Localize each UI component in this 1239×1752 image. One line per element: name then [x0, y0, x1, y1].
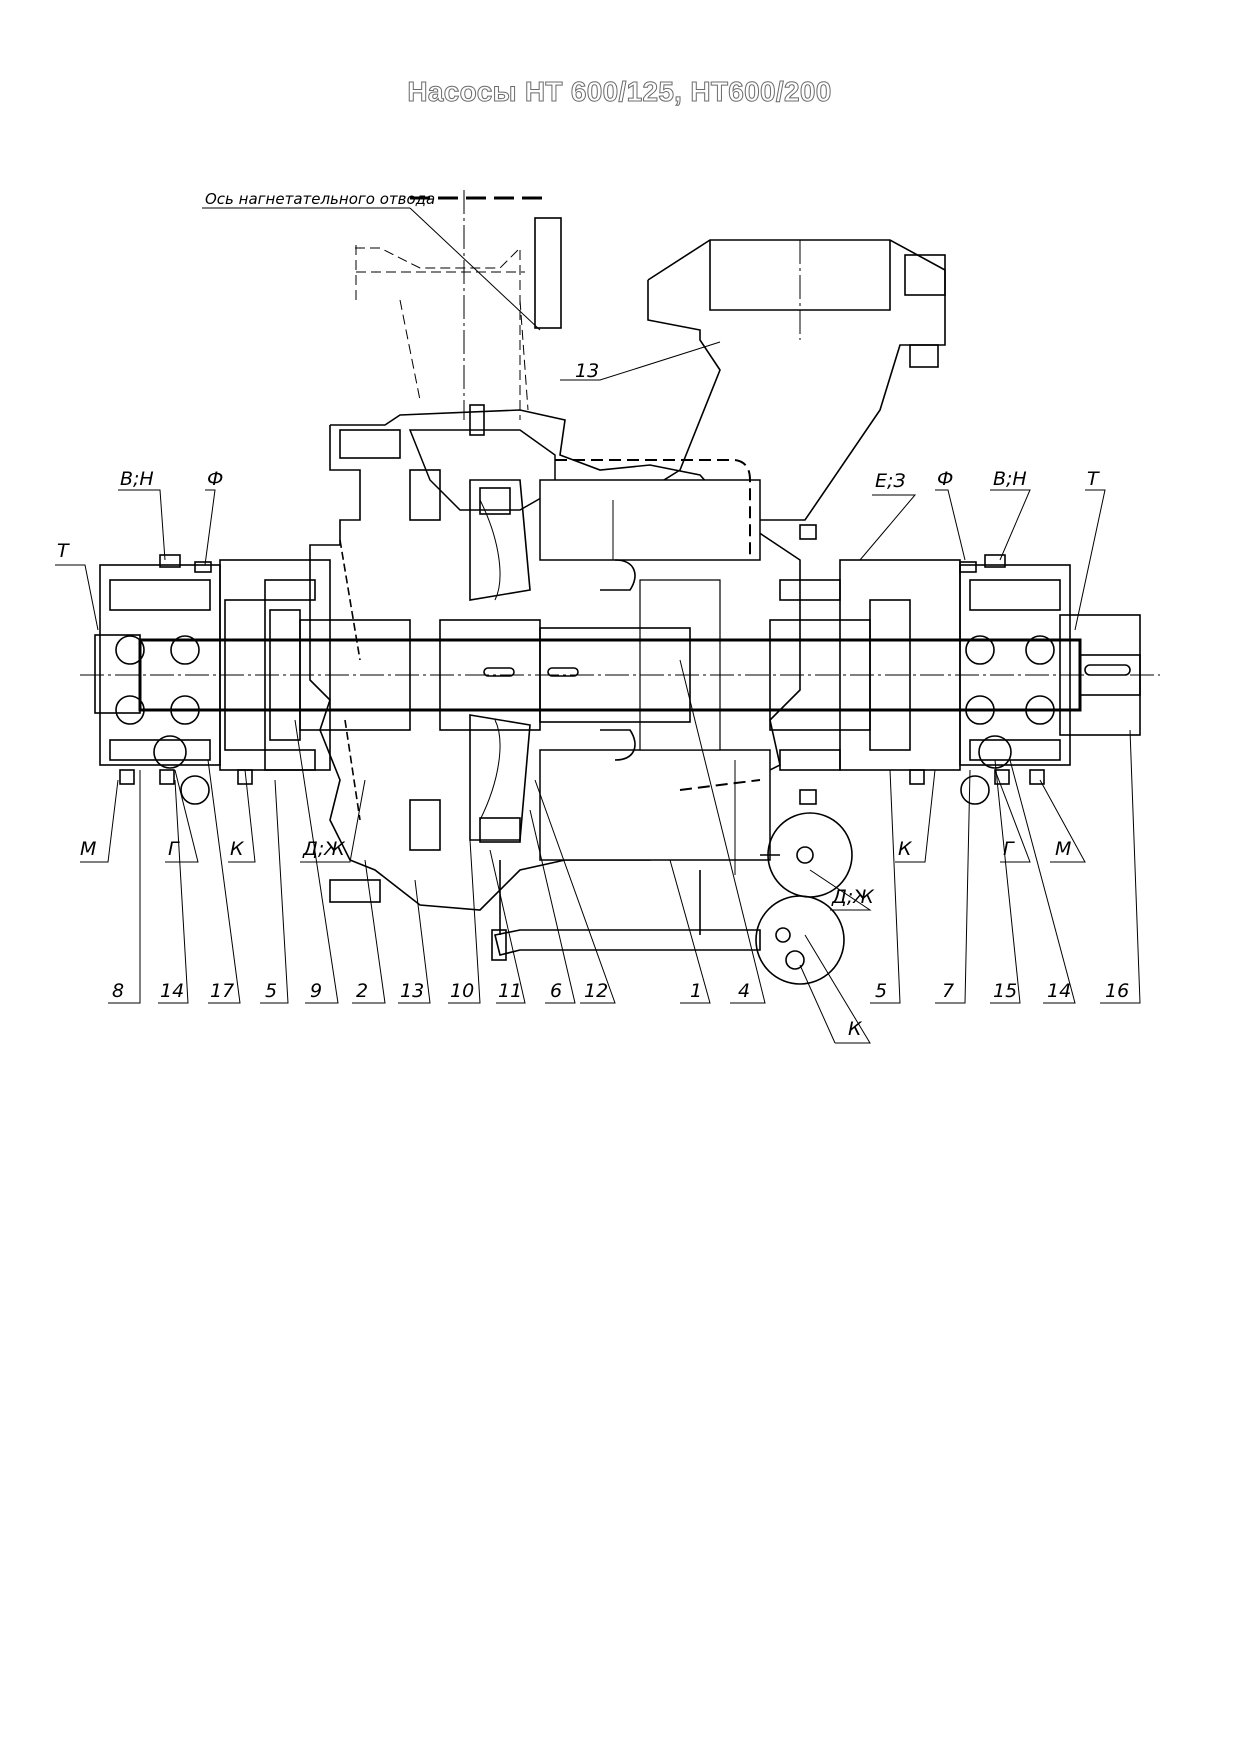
label-m-left: М [80, 838, 96, 860]
label-ez: Е;З [875, 470, 906, 492]
label-g-left: Г [168, 838, 180, 860]
label-num-6: 6 [550, 980, 562, 1002]
label-num-12: 12 [584, 980, 608, 1002]
label-vn-left: В;Н [120, 468, 154, 490]
fasteners [329, 404, 507, 961]
label-k-left: К [230, 838, 245, 860]
label-num-14-right: 14 [1047, 980, 1071, 1002]
label-t-left: Т [57, 540, 70, 562]
label-num-14: 14 [160, 980, 184, 1002]
label-dzh-right: Д;Ж [831, 886, 875, 908]
label-k-right: К [898, 838, 913, 860]
axis-label: Ось нагнетательного отвода [205, 190, 435, 208]
impeller [469, 479, 531, 843]
page-title: Насосы НТ 600/125, НТ600/200 [407, 76, 832, 108]
left-bearing-assembly [99, 539, 411, 821]
label-num-2: 2 [356, 980, 368, 1002]
label-num-5: 5 [265, 980, 277, 1002]
right-bearing-assembly [769, 524, 1071, 805]
label-num-10: 10 [450, 980, 474, 1002]
label-f-left: Ф [207, 468, 223, 490]
label-num-1: 1 [690, 980, 702, 1002]
label-13-top: 13 [575, 360, 599, 382]
label-k-bottom: К [848, 1018, 863, 1040]
label-num-15: 15 [993, 980, 1017, 1002]
label-num-13: 13 [400, 980, 424, 1002]
bottom-leaders [108, 659, 1141, 1004]
label-num-9: 9 [310, 980, 322, 1002]
pump-casing [309, 409, 801, 911]
oil-line-assembly [494, 812, 853, 985]
label-num-8: 8 [112, 980, 124, 1002]
label-vn-right: В;Н [993, 468, 1027, 490]
label-num-17: 17 [210, 980, 234, 1002]
suction-branch [599, 239, 946, 521]
discharge-branch [355, 190, 562, 420]
label-num-5-right: 5 [875, 980, 887, 1002]
label-f-right: Ф [937, 468, 953, 490]
label-t-right: Т [1087, 468, 1100, 490]
label-num-16: 16 [1105, 980, 1129, 1002]
discharge-axis-annotation: Ось нагнетательного отвода [202, 190, 541, 331]
label-g-right: Г [1003, 838, 1015, 860]
shaft [80, 614, 1160, 736]
top-leaders [55, 341, 1106, 631]
label-m-right: М [1055, 838, 1071, 860]
label-num-7: 7 [942, 980, 954, 1002]
label-num-11: 11 [498, 980, 522, 1002]
label-dzh-left: Д;Ж [302, 838, 346, 860]
label-num-4: 4 [738, 980, 750, 1002]
